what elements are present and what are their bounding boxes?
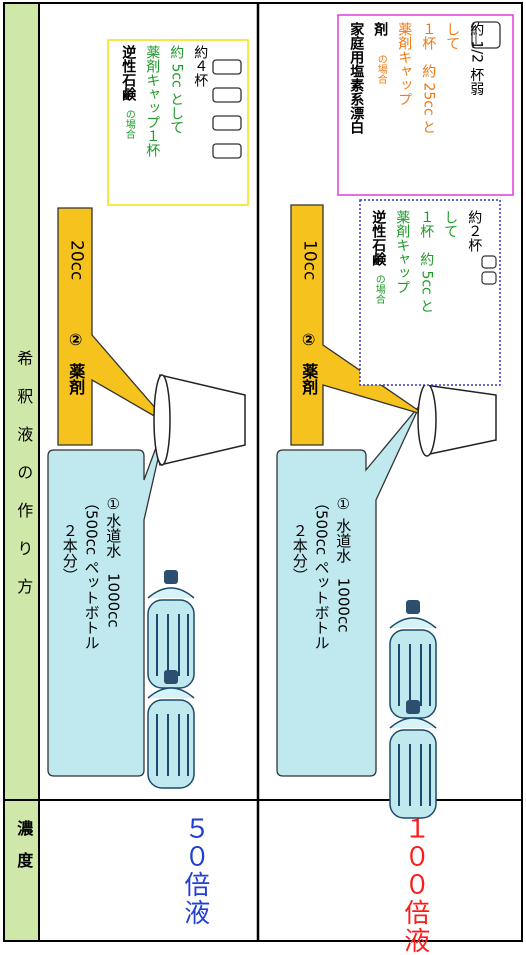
concentration-header: 濃 度 [14, 820, 34, 868]
water-line3: ２本分） [290, 523, 309, 583]
soap-count: 約２杯 [466, 210, 483, 252]
concentration-100x: １００倍液 [399, 815, 430, 955]
header-column [3, 2, 40, 942]
soap-title-main: 逆性石鹸 [370, 210, 387, 266]
method-header: 希 釈 液 の 作 り 方 [14, 350, 34, 597]
water-line2: （500cc ペットボトル [312, 495, 331, 650]
concentration-50x: ５０倍液 [179, 815, 210, 927]
agent-name: 薬剤 [299, 362, 319, 395]
water-bottle-icon [389, 600, 437, 719]
soap-title-main: 逆性石鹸 [120, 45, 137, 101]
agent-label: ② 薬剤 [64, 330, 87, 395]
agent-tab [290, 204, 426, 446]
water-line1: ①水道水 1000cc [104, 495, 123, 628]
soap-cap: 薬剤キャップ [394, 210, 411, 294]
soap-title: 逆性石鹸の場合 [368, 210, 388, 304]
soap-title-suffix: の場合 [123, 109, 135, 139]
water-bottle-icon [389, 700, 437, 819]
bleach-title: 家庭用塩素系漂白 [348, 22, 365, 134]
bleach-cc1: １杯 約 25cc と [420, 22, 437, 135]
soap-cc: 約 5cc として [168, 45, 185, 135]
agent-tab [57, 207, 171, 446]
water-callout [47, 414, 169, 777]
soap-title: 逆性石鹸の場合 [118, 45, 138, 139]
water-bottle-icon [147, 670, 195, 789]
soap-count: 約４杯 [192, 45, 209, 87]
bleach-cc2: して [444, 22, 461, 50]
bleach-title2-main: 剤 [372, 22, 389, 36]
water-text: ①水道水 1000cc （500cc ペットボトル ２本分） [58, 495, 123, 650]
agent-name: 薬剤 [66, 362, 86, 395]
water-line1: ① 水道水 1000cc [334, 495, 353, 633]
water-callout [276, 404, 421, 777]
soap-box [359, 199, 501, 386]
soap-cc1: １杯 約 5cc と [418, 210, 435, 314]
agent-label: ② 薬剤 [297, 330, 320, 395]
bleach-cap: 薬剤キャップ [396, 22, 413, 106]
water-line3: ２本分） [60, 523, 79, 583]
bleach-title-suffix: の場合 [375, 54, 387, 84]
agent-amount: 10cc [299, 240, 320, 281]
water-bottle-icon [147, 570, 195, 689]
soap-title-suffix: の場合 [373, 274, 385, 304]
water-line2: （500cc ペットボトル [82, 495, 101, 650]
bleach-title2: 剤の場合 [370, 22, 390, 84]
soap-cc2: して [442, 210, 459, 238]
soap-cap: 薬剤キャップ１杯 [144, 45, 161, 157]
bleach-count: 約 1/2 杯弱 [468, 22, 485, 96]
agent-number: ② [299, 330, 319, 349]
agent-amount: 20cc [66, 240, 87, 281]
agent-number: ② [66, 330, 86, 349]
water-text: ① 水道水 1000cc （500cc ペットボトル ２本分） [288, 495, 353, 650]
cap-icon [212, 59, 242, 159]
cap-icon [481, 255, 497, 285]
cap-icon [471, 21, 501, 49]
